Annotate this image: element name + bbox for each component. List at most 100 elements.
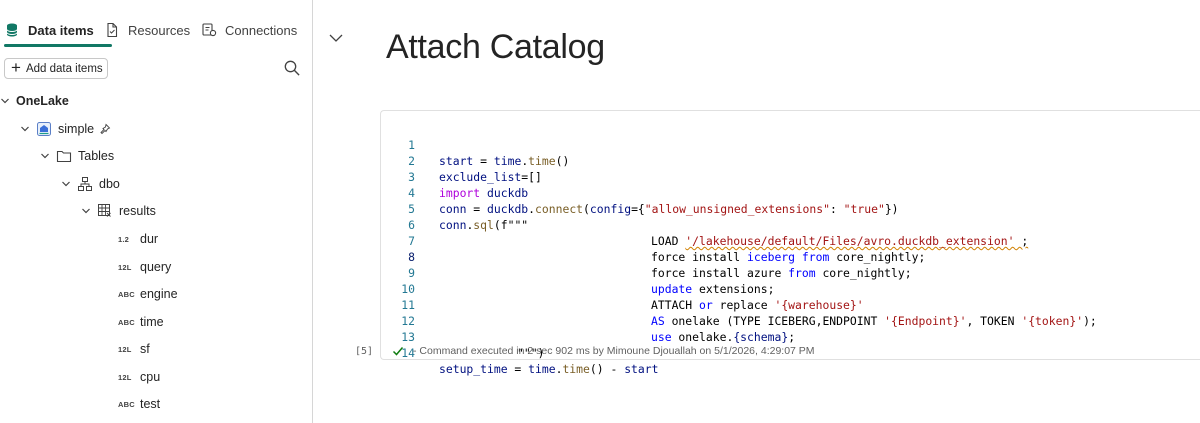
line-content: conn.sql(f""" xyxy=(439,218,529,232)
chevron-down-icon[interactable] xyxy=(40,151,50,161)
line-content: setup_time = time.time() - start xyxy=(439,362,659,376)
line-content: exclude_list=[] xyxy=(439,170,542,184)
code-line: 10 ATTACH or replace '{warehouse}' xyxy=(381,265,863,312)
line-content: update extensions; xyxy=(651,282,775,296)
line-number: 4 xyxy=(408,186,415,200)
tree-item-lakehouse[interactable]: simple xyxy=(20,118,111,140)
execution-status: - Command executed in 2 sec 902 ms by Mi… xyxy=(413,345,815,357)
file-icon xyxy=(107,22,118,38)
tree-label: dbo xyxy=(99,177,120,191)
chevron-down-icon[interactable] xyxy=(61,179,71,189)
tab-resources[interactable]: Resources xyxy=(104,18,190,42)
tree-item-onelake[interactable]: OneLake xyxy=(0,90,69,112)
code-line: 5 conn.sql(f""" xyxy=(381,185,528,232)
tab-data-items[interactable]: Data items xyxy=(4,18,94,42)
line-content: ATTACH or replace '{warehouse}' xyxy=(651,298,864,312)
line-number: 1 xyxy=(408,138,415,152)
column-type-badge: ABC xyxy=(118,399,135,409)
search-icon[interactable] xyxy=(283,59,301,77)
column-name: time xyxy=(140,315,164,329)
code-line: 3 import duckdb xyxy=(381,153,528,200)
chevron-down-icon[interactable] xyxy=(81,206,91,216)
database-icon xyxy=(6,23,18,37)
line-number: 2 xyxy=(408,154,415,168)
column-name: engine xyxy=(140,287,178,301)
code-line: 1 start = time.time() xyxy=(381,121,569,168)
code-cell[interactable]: 1 start = time.time() 2 exclude_list=[] … xyxy=(380,110,1200,376)
add-data-items-button[interactable]: + Add data items xyxy=(4,58,108,79)
collapse-chevron-icon[interactable] xyxy=(328,32,344,44)
tab-connections[interactable]: Connections xyxy=(201,18,297,42)
column-type-badge: ABC xyxy=(118,317,135,327)
line-content: LOAD '/lakehouse/default/Files/avro.duck… xyxy=(651,234,1029,248)
line-number: 13 xyxy=(401,330,415,344)
code-line: 4 conn = duckdb.connect(config={"allow_u… xyxy=(381,169,898,216)
line-number: 6 xyxy=(408,218,415,232)
code-line: 11 AS onelake (TYPE ICEBERG,ENDPOINT '{E… xyxy=(381,281,1097,328)
line-number: 14 xyxy=(401,346,415,360)
folder-icon xyxy=(56,150,72,163)
column-type-badge: ABC xyxy=(118,289,135,299)
line-content: start = time.time() xyxy=(439,154,570,168)
code-line: 6 LOAD '/lakehouse/default/Files/avro.du… xyxy=(381,201,1028,248)
schema-icon xyxy=(78,177,92,191)
column-item[interactable]: 1.2 dur xyxy=(118,228,158,250)
tab-label: Data items xyxy=(28,22,94,38)
chevron-down-icon[interactable] xyxy=(20,124,30,134)
plus-icon: + xyxy=(11,58,21,77)
column-name: cpu xyxy=(140,370,161,384)
line-number: 5 xyxy=(408,202,415,216)
line-content: import duckdb xyxy=(439,186,529,200)
line-content: force install azure from core_nightly; xyxy=(651,266,912,280)
tree-item-table[interactable]: results xyxy=(81,200,156,222)
column-name: dur xyxy=(140,232,159,246)
code-line: 8 force install azure from core_nightly; xyxy=(381,233,911,280)
column-item[interactable]: ABC time xyxy=(118,311,164,333)
column-item[interactable]: 12L cpu xyxy=(118,366,160,388)
line-number: 11 xyxy=(401,298,415,312)
tab-label: Resources xyxy=(128,22,191,38)
line-content: force install iceberg from core_nightly; xyxy=(651,250,926,264)
tree-item-schema[interactable]: dbo xyxy=(61,173,120,195)
code-line: 2 exclude_list=[] xyxy=(381,137,542,184)
line-content: """) xyxy=(517,346,545,360)
code-line: 7 force install iceberg from core_nightl… xyxy=(381,217,925,264)
execution-count: [5] xyxy=(355,346,374,357)
explorer-tabs: Data items Resources Connections xyxy=(0,0,312,48)
code-line: 9 update extensions; xyxy=(381,249,774,296)
pin-icon[interactable] xyxy=(99,123,111,135)
line-content: AS onelake (TYPE ICEBERG,ENDPOINT '{Endp… xyxy=(651,314,1097,328)
column-item[interactable]: ABC engine xyxy=(118,283,178,305)
code-line: 13 """) xyxy=(381,313,544,360)
column-type-badge: 12L xyxy=(118,262,132,272)
checkmark-icon xyxy=(392,347,404,356)
column-type-badge: 1.2 xyxy=(118,234,130,244)
line-number: 12 xyxy=(401,314,415,328)
chevron-down-icon[interactable] xyxy=(0,96,10,106)
column-item[interactable]: ABC test xyxy=(118,393,160,415)
column-name: test xyxy=(140,397,161,411)
line-number: 10 xyxy=(401,282,415,296)
markdown-heading: Attach Catalog xyxy=(386,28,605,66)
column-type-badge: 12L xyxy=(118,372,132,382)
lakehouse-icon xyxy=(37,122,51,136)
line-content: conn = duckdb.connect(config={"allow_uns… xyxy=(439,202,899,216)
active-tab-indicator xyxy=(4,44,112,47)
table-icon xyxy=(98,204,111,217)
explorer-sidebar: Data items Resources Connections + Add d… xyxy=(0,0,313,423)
tree-item-tables[interactable]: Tables xyxy=(40,145,114,167)
line-content: use onelake.{schema}; xyxy=(651,330,796,344)
connection-icon xyxy=(202,23,217,37)
column-item[interactable]: 12L sf xyxy=(118,338,150,360)
column-item[interactable]: 12L query xyxy=(118,256,171,278)
tree-label: simple xyxy=(58,122,95,136)
code-line: 14 setup_time = time.time() - start xyxy=(381,329,658,376)
tree-label: OneLake xyxy=(16,94,69,108)
line-number: 3 xyxy=(408,170,415,184)
tab-label: Connections xyxy=(225,22,298,38)
add-data-items-label: Add data items xyxy=(25,62,103,75)
line-number: 8 xyxy=(408,250,415,264)
code-line: 12 use onelake.{schema}; xyxy=(381,297,795,344)
tree-label: results xyxy=(119,204,156,218)
column-name: query xyxy=(140,260,172,274)
